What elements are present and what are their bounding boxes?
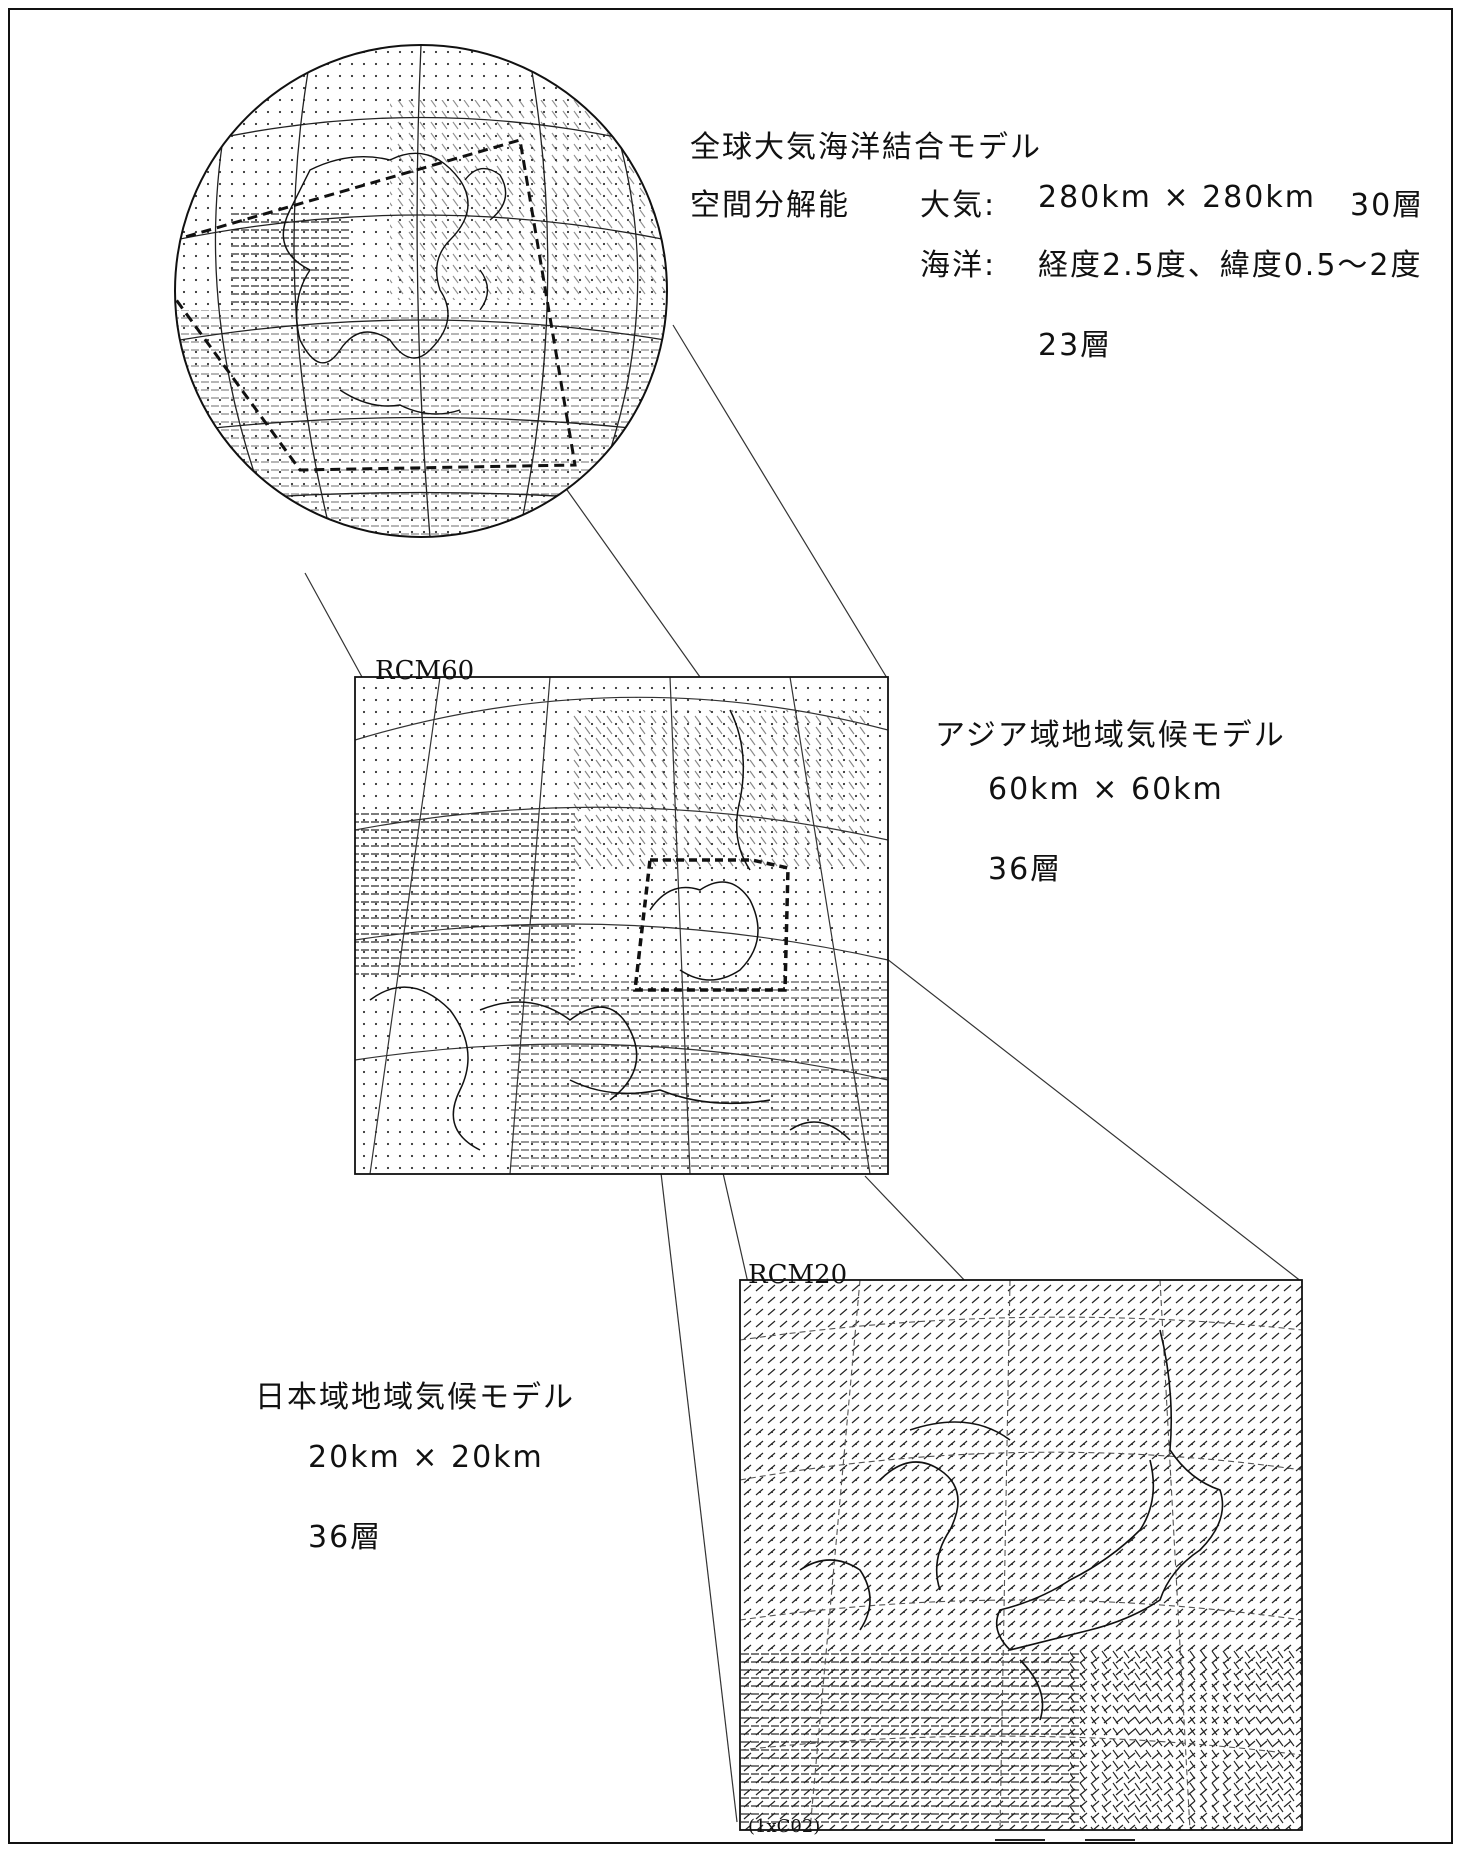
atmosphere-layers: 30層: [1350, 188, 1425, 223]
global-model-title: 全球大気海洋結合モデル: [690, 130, 1042, 165]
ocean-layers: 23層: [1038, 328, 1113, 363]
asia-japan-domain-box: [633, 858, 790, 992]
japan-model-title: 日本域地域気候モデル: [255, 1380, 575, 1415]
asia-graticule: [355, 677, 888, 1174]
asia-model-layers: 36層: [988, 852, 1063, 887]
japan-graticule: [740, 1280, 1302, 1830]
asia-coastlines: [369, 709, 851, 1151]
japan-panel-label: RCM20: [748, 1260, 848, 1290]
resolution-label: 空間分解能: [690, 188, 850, 223]
run-label: (1xC02): [748, 1816, 821, 1837]
japan-model-map-panel: [739, 1279, 1303, 1841]
globe-coastlines: [282, 152, 507, 415]
japan-coastlines: [799, 1329, 1224, 1721]
ocean-grid: 経度2.5度、緯度0.5～2度: [1038, 248, 1423, 283]
ocean-label: 海洋:: [920, 248, 997, 283]
asia-model-title: アジア域地域気候モデル: [935, 718, 1286, 753]
japan-model-layers: 36層: [308, 1520, 383, 1555]
japan-model-grid: 20km × 20km: [308, 1440, 544, 1475]
asia-model-map-panel: [354, 676, 889, 1175]
vector-scale-legend: [995, 1829, 1135, 1841]
figure-frame: 全球大気海洋結合モデル 空間分解能 大気: 280km × 280km 30層 …: [8, 8, 1453, 1844]
globe-asia-domain-box: [175, 138, 577, 472]
asia-model-grid: 60km × 60km: [988, 772, 1224, 807]
connector-lines-global-to-asia: [304, 324, 888, 679]
diagram-canvas: [174, 44, 1303, 1841]
asia-panel-label: RCM60: [375, 656, 475, 686]
global-model-globe: [174, 44, 668, 538]
atmosphere-grid: 280km × 280km: [1038, 180, 1316, 215]
atmosphere-label: 大気:: [920, 188, 997, 223]
